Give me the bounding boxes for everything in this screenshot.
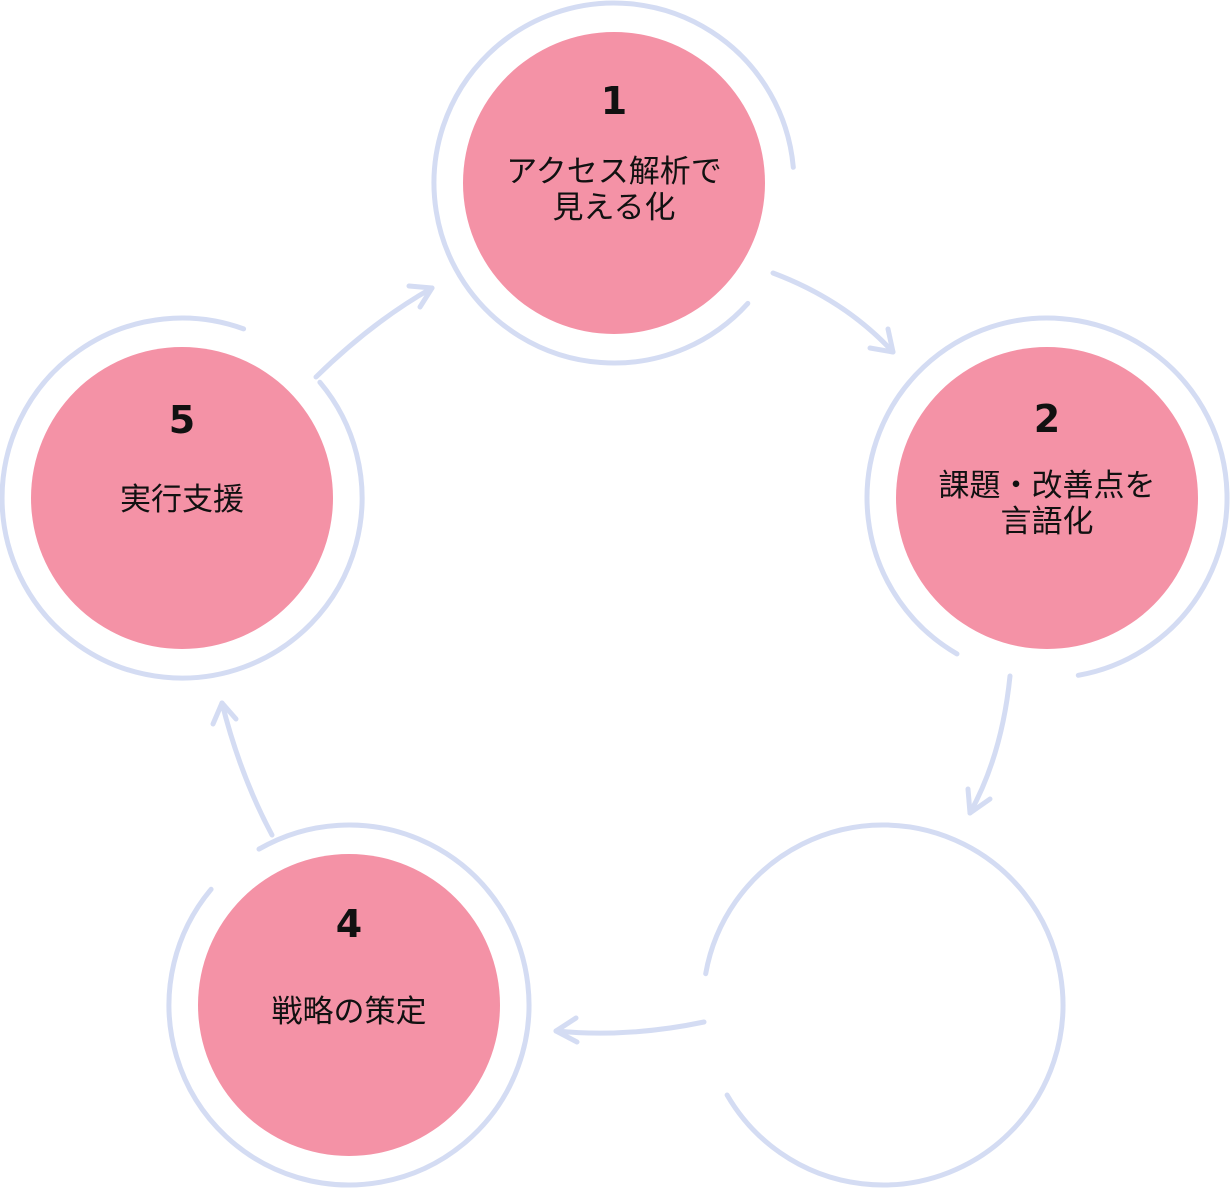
arrowhead-icon bbox=[210, 700, 239, 727]
step-number: 2 bbox=[1034, 397, 1060, 441]
connector-line bbox=[967, 673, 1013, 816]
connector-line bbox=[219, 700, 275, 838]
step-number: 4 bbox=[336, 902, 362, 946]
connector-arrow-1 bbox=[770, 270, 896, 355]
step-ring bbox=[431, 0, 796, 366]
step-disc bbox=[31, 347, 333, 649]
step-disc bbox=[896, 347, 1198, 649]
connector-arrow-2 bbox=[965, 673, 1013, 816]
connector-line bbox=[313, 285, 435, 380]
step-number: 5 bbox=[169, 398, 195, 442]
step-label-line: 課題・改善点を bbox=[939, 468, 1156, 504]
arrowhead-icon bbox=[406, 283, 435, 310]
step-node-4: 4 戦略の策定 bbox=[166, 822, 532, 1188]
step-number: 1 bbox=[601, 79, 627, 123]
step-ring bbox=[166, 822, 532, 1188]
connector-arrow-4 bbox=[210, 700, 275, 838]
step-label-line: 言語化 bbox=[1001, 504, 1094, 540]
step-ring bbox=[703, 822, 1066, 1188]
connector-line bbox=[770, 270, 896, 355]
step-node-3 bbox=[703, 822, 1066, 1188]
step-disc bbox=[198, 854, 500, 1156]
arrowhead-icon bbox=[553, 1015, 580, 1045]
step-ring bbox=[0, 315, 365, 681]
step-label-line: 実行支援 bbox=[120, 482, 244, 518]
step-disc bbox=[463, 32, 765, 334]
step-label-line: アクセス解析で bbox=[506, 154, 721, 190]
step-label-line: 見える化 bbox=[552, 190, 675, 226]
step-label-line: 戦略の策定 bbox=[272, 994, 427, 1030]
connector-arrow-3 bbox=[553, 1015, 707, 1045]
connector-arrow-5 bbox=[313, 283, 435, 380]
arrowhead-icon bbox=[965, 786, 993, 816]
arrowhead-icon bbox=[867, 326, 896, 355]
step-node-5: 5 実行支援 bbox=[0, 315, 365, 681]
connector-line bbox=[553, 1019, 707, 1036]
step-ring bbox=[864, 315, 1230, 678]
